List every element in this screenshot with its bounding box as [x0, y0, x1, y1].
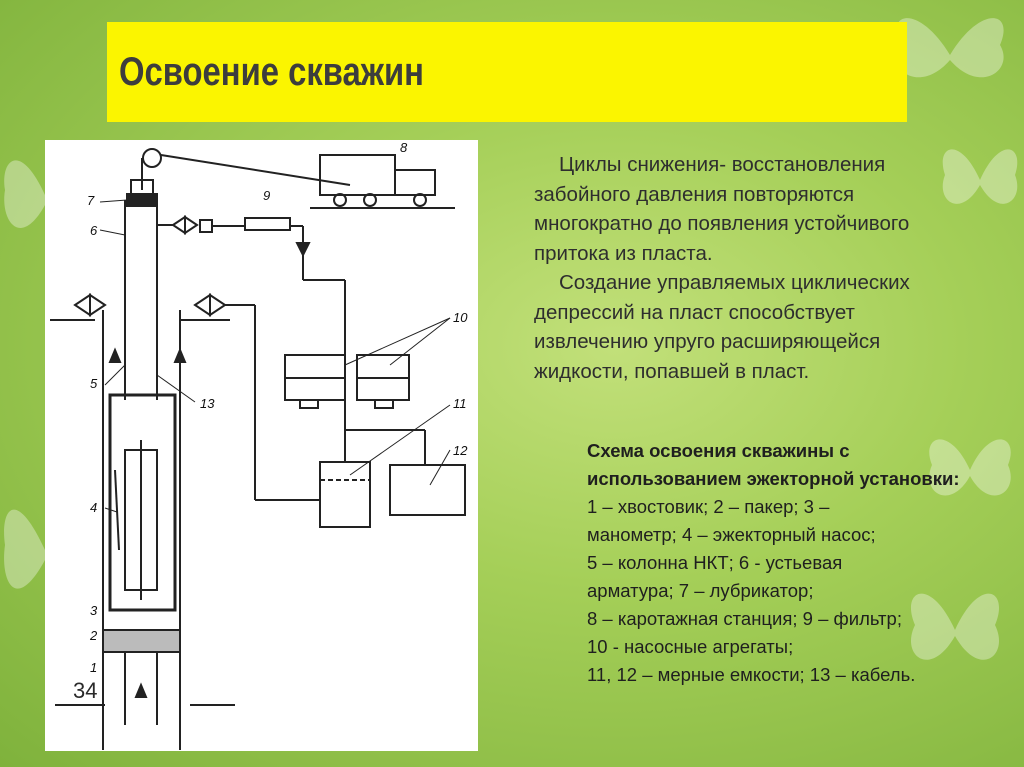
caption-line: 5 – колонна НКТ; 6 - устьевая — [587, 552, 843, 573]
label-6: 6 — [90, 223, 98, 238]
label-8: 8 — [400, 140, 408, 155]
label-5: 5 — [90, 376, 98, 391]
label-13: 13 — [200, 396, 215, 411]
label-1: 1 — [90, 660, 97, 675]
label-2: 2 — [89, 628, 98, 643]
title-bar: Освоение скважин — [107, 22, 907, 122]
butterfly-decoration-bottom-right — [910, 593, 1000, 660]
caption-line: арматура; 7 – лубрикатор; — [587, 580, 814, 601]
butterfly-decoration-bottom-left — [4, 509, 45, 589]
body-paragraph-1: Циклы снижения- восстановления забойного… — [534, 153, 910, 265]
butterfly-decoration-right — [942, 149, 1018, 204]
label-12: 12 — [453, 443, 468, 458]
label-11: 11 — [453, 396, 467, 411]
caption-line: 1 – хвостовик; 2 – пакер; 3 – — [587, 496, 830, 517]
butterfly-decoration-left — [4, 160, 45, 228]
slide-title: Освоение скважин — [119, 50, 424, 94]
label-7: 7 — [87, 193, 95, 208]
label-3: 3 — [90, 603, 98, 618]
caption-line: 8 – каротажная станция; 9 – фильтр; — [587, 608, 902, 629]
slide-number: 34 — [73, 678, 98, 703]
caption-line: 10 - насосные агрегаты; — [587, 636, 794, 657]
butterfly-decoration-top-right — [896, 18, 1004, 78]
label-9: 9 — [263, 188, 270, 203]
caption-line: манометр; 4 – эжекторный насос; — [587, 524, 876, 545]
label-10: 10 — [453, 310, 468, 325]
label-4: 4 — [90, 500, 97, 515]
body-text: Циклы снижения- восстановления забойного… — [534, 150, 974, 386]
body-paragraph-2: Создание управляемых циклических депресс… — [534, 271, 910, 383]
diagram-caption: Схема освоения скважины с использованием… — [587, 437, 987, 689]
well-ejector-diagram: 7 6 5 4 3 2 1 8 9 10 11 12 13 — [45, 140, 478, 751]
butterfly-decoration-mid-right — [929, 439, 1011, 496]
caption-title: Схема освоения скважины с использованием… — [587, 440, 960, 489]
caption-line: 11, 12 – мерные емкости; 13 – кабель. — [587, 664, 916, 685]
